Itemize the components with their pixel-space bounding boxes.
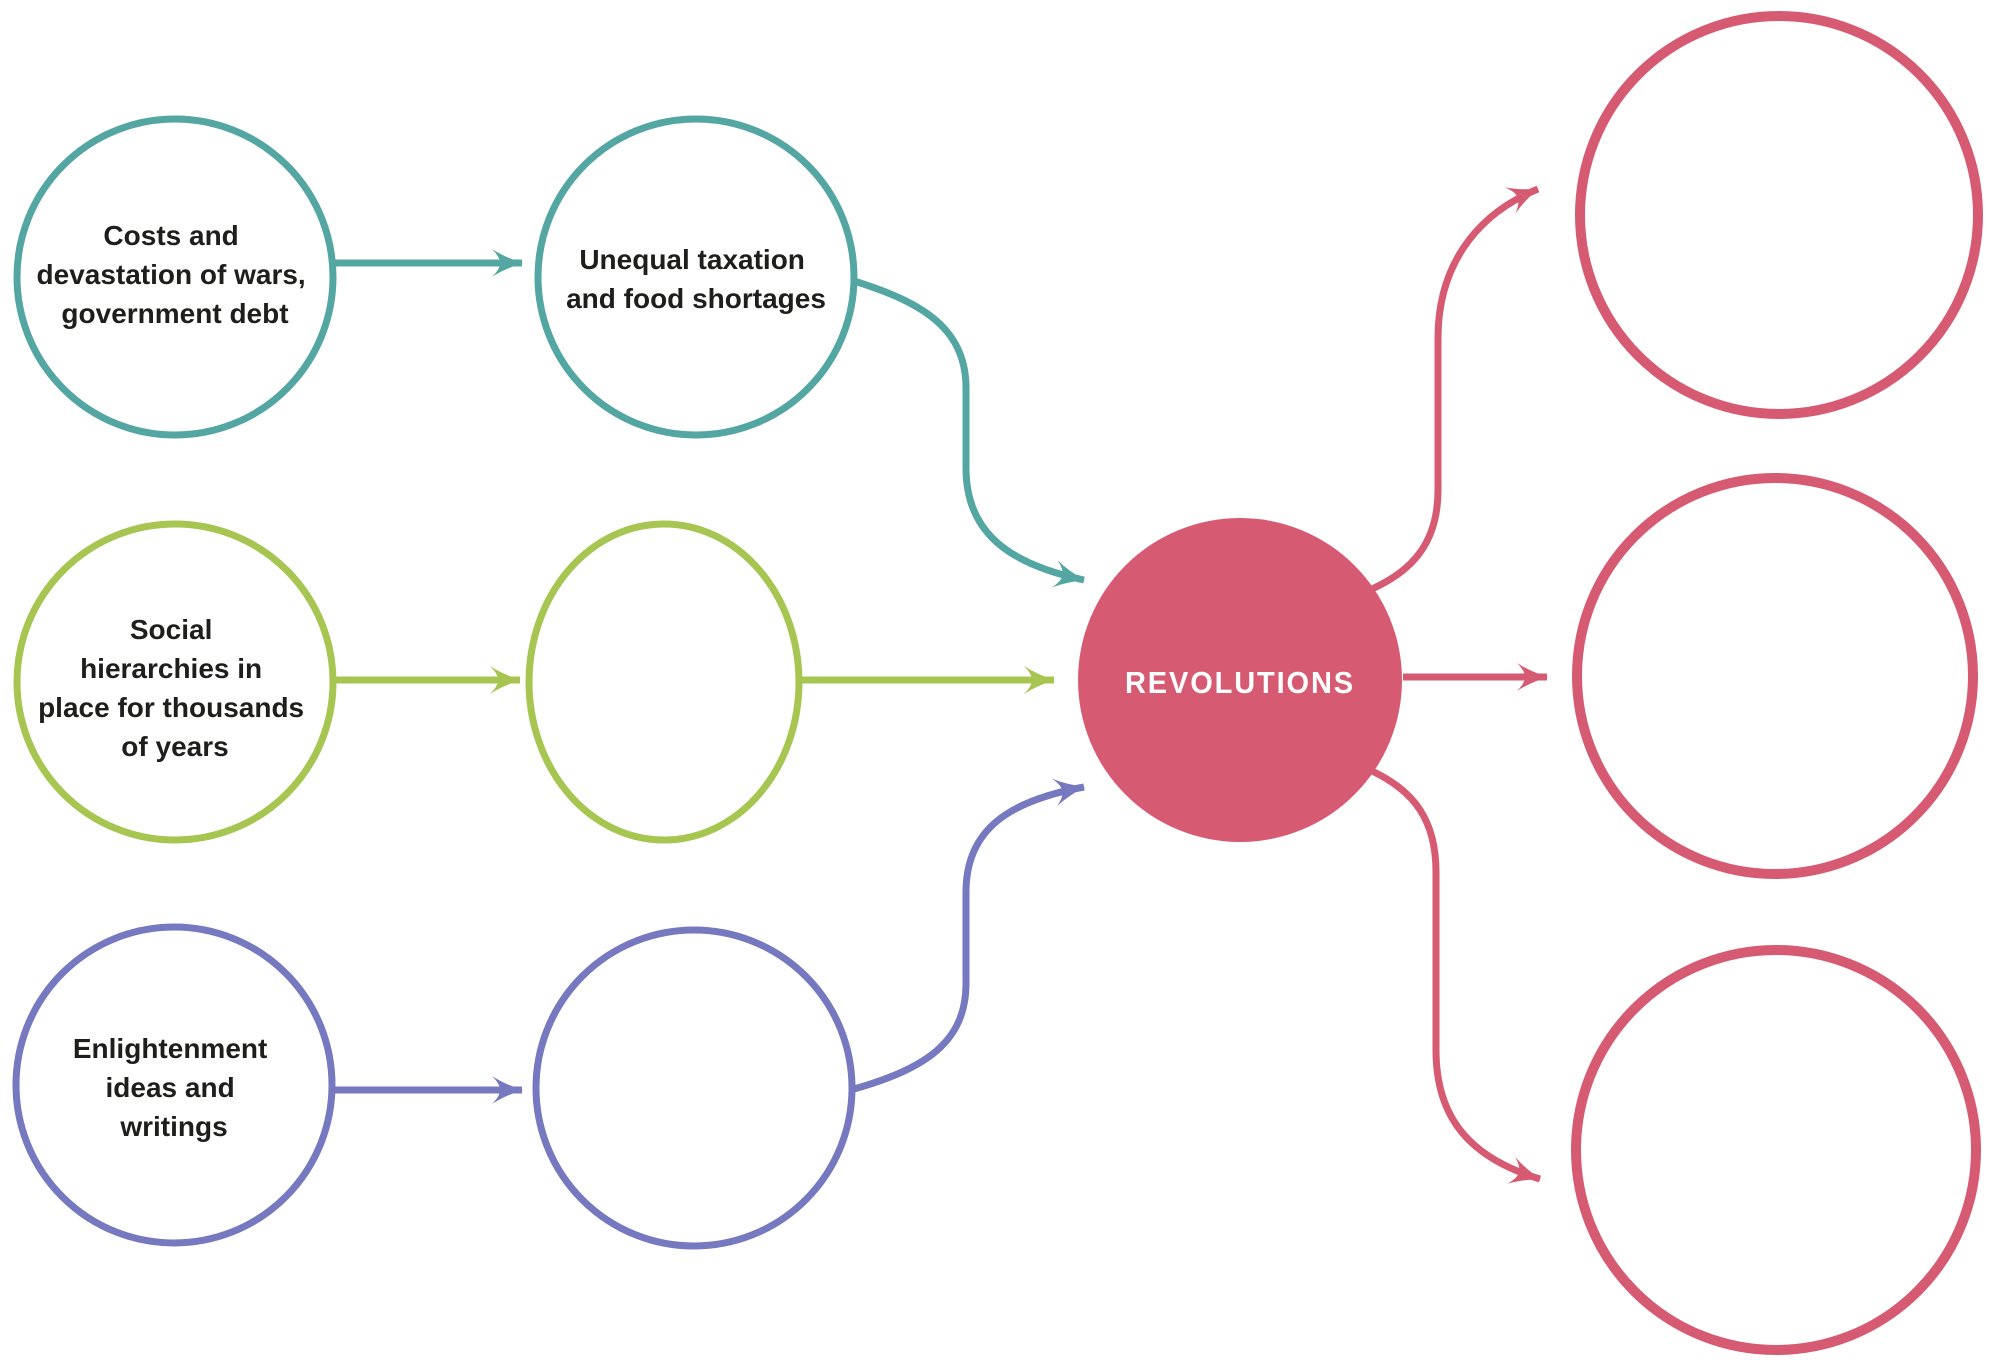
node-blank-social-effect [525,520,803,844]
node-revolutions [1078,518,1402,842]
label-line: Social [130,614,212,645]
arrow-blank-up-to-revolutions [853,778,1085,1093]
label-line: devastation of wars, [37,259,306,290]
label-line: of years [121,731,228,762]
label-line: Unequal taxation [579,244,805,275]
arrow-revolutions-to-outcome-1 [1370,185,1540,593]
label-line: place for thousands [38,692,304,723]
arrow-revolutions-to-outcome-3 [1370,767,1542,1184]
arrow-taxation-to-revolutions [852,277,1085,588]
label-unequal-taxation: Unequal taxation and food shortages [566,244,826,314]
label-costs-devastation-wars: Costs and devastation of wars, governmen… [37,220,314,329]
node-enlightenment-ideas [12,923,336,1247]
label-line: ideas and [106,1072,235,1103]
label-line: writings [119,1111,227,1142]
label-enlightenment-ideas: Enlightenment ideas and writings [73,1033,275,1142]
node-blank-outcome-3 [1571,945,1981,1355]
label-line: Costs and [103,220,238,251]
node-unequal-taxation [534,115,858,439]
node-blank-enlightenment-effect [532,926,856,1250]
label-line: Enlightenment [73,1033,267,1064]
label-line: and food shortages [566,283,826,314]
label-social-hierarchies: Social hierarchies in place for thousand… [38,614,312,762]
label-line: hierarchies in [80,653,262,684]
label-line: government debt [61,298,288,329]
node-blank-outcome-2 [1572,473,1978,879]
node-social-hierarchies [13,520,337,844]
node-blank-outcome-1 [1575,11,1983,419]
node-costs-devastation-wars [13,115,337,439]
label-revolutions: REVOLUTIONS [1125,665,1355,700]
